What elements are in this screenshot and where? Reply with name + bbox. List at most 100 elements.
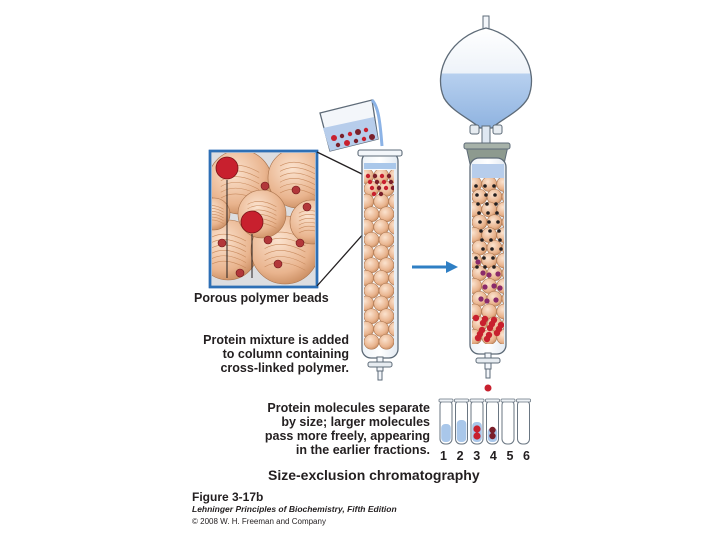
protein-dot	[496, 220, 500, 224]
polymer-bead	[378, 333, 394, 350]
bead-pore	[279, 167, 315, 175]
small-protein	[295, 238, 305, 248]
protein-dot	[483, 184, 487, 188]
fraction-tubes	[438, 398, 531, 445]
bead-pore	[298, 214, 315, 218]
bead-pore	[212, 213, 224, 219]
beads-label: Porous polymer beads	[194, 291, 329, 305]
step1-caption: Protein mixture is added to column conta…	[194, 333, 349, 375]
polymer-bead	[501, 267, 504, 279]
protein-dot	[492, 184, 496, 188]
bead-pore	[220, 176, 260, 185]
polymer-bead	[388, 219, 394, 235]
protein-dot	[482, 256, 486, 260]
protein-dot	[480, 238, 484, 242]
protein-dot	[497, 285, 503, 291]
polymer-bead	[501, 293, 504, 305]
protein-dot	[485, 331, 493, 339]
protein-dot	[495, 271, 501, 277]
protein-dot	[478, 296, 484, 302]
protein-dot	[498, 238, 502, 242]
protein-dot	[474, 184, 478, 188]
protein-dot	[479, 229, 483, 233]
protein-dot	[491, 283, 497, 289]
large-protein	[240, 210, 264, 234]
step2-caption: Protein molecules separate by size; larg…	[260, 401, 430, 457]
small-protein	[217, 238, 227, 248]
bead-pore	[279, 172, 315, 180]
protein-dot	[490, 247, 494, 251]
polymer-bead	[501, 191, 504, 203]
fraction-number: 6	[523, 449, 530, 463]
protein-dot	[484, 193, 488, 197]
step2-line: Protein molecules separate	[267, 401, 430, 415]
protein-dot	[478, 326, 486, 334]
tube-rim	[438, 398, 454, 403]
protein-dot	[331, 135, 337, 141]
protein-dot	[491, 256, 495, 260]
protein-dot	[487, 220, 491, 224]
protein-dot	[488, 229, 492, 233]
protein-dot	[372, 173, 378, 179]
protein-dot	[339, 133, 345, 139]
bead-pore	[212, 219, 224, 224]
polymer-bead	[388, 296, 394, 311]
column-2	[469, 157, 507, 392]
bead-pore	[220, 182, 260, 190]
protein-dot	[383, 185, 389, 191]
protein-dot	[490, 316, 498, 324]
protein-dot	[476, 202, 480, 206]
protein-dot	[378, 191, 384, 197]
polymer-bead	[388, 270, 394, 286]
step1-line: to column containing	[222, 347, 349, 361]
protein-dot	[376, 185, 382, 191]
fraction-numbers: 1 2 3 4 5 6	[440, 449, 530, 463]
fraction-tube	[516, 398, 531, 445]
small-protein	[235, 268, 245, 278]
bead-pore	[212, 211, 224, 216]
bead-pore	[264, 244, 306, 253]
protein-dot	[335, 142, 341, 148]
small-protein	[302, 202, 312, 212]
large-protein	[215, 156, 239, 180]
polymer-bead	[388, 321, 394, 337]
protein-dot	[486, 272, 492, 278]
protein-dot	[499, 247, 503, 251]
bead-pore	[298, 210, 315, 214]
polymer-bead	[501, 216, 504, 228]
protein-dot	[492, 265, 496, 269]
protein-dot	[485, 202, 489, 206]
step1-line: Protein mixture is added	[203, 333, 349, 347]
bead-pore	[212, 205, 224, 210]
fraction-number: 4	[489, 449, 497, 463]
bead-pore	[264, 262, 306, 271]
protein-dot	[379, 173, 385, 179]
step1-line: cross-linked polymer.	[220, 361, 349, 375]
fraction-number: 3	[473, 449, 481, 463]
diagram-title: Size-exclusion chromatography	[268, 467, 480, 483]
beaker	[319, 98, 384, 152]
figure-number: Figure 3-17b	[192, 490, 264, 504]
bead-pore	[279, 178, 315, 186]
fraction-number: 5	[506, 449, 514, 463]
bead-pore	[212, 208, 224, 213]
polymer-bead	[388, 245, 394, 260]
tube-glass	[501, 399, 515, 445]
bead-inset	[208, 149, 319, 289]
protein-dot	[388, 179, 394, 185]
protein-dot	[474, 256, 478, 260]
protein-dot	[478, 220, 482, 224]
tube-liquid	[456, 420, 467, 442]
protein-dot	[386, 173, 392, 179]
polymer-bead	[388, 194, 394, 209]
small-protein	[489, 432, 496, 440]
protein-dot	[472, 314, 480, 322]
step2-line: pass more freely, appearing	[264, 429, 430, 443]
tube-rim	[500, 398, 516, 403]
tube-glass	[517, 399, 530, 445]
bead-pore	[298, 229, 315, 234]
column-1	[357, 149, 403, 381]
protein-dot	[353, 138, 359, 144]
protein-dot	[355, 129, 361, 135]
